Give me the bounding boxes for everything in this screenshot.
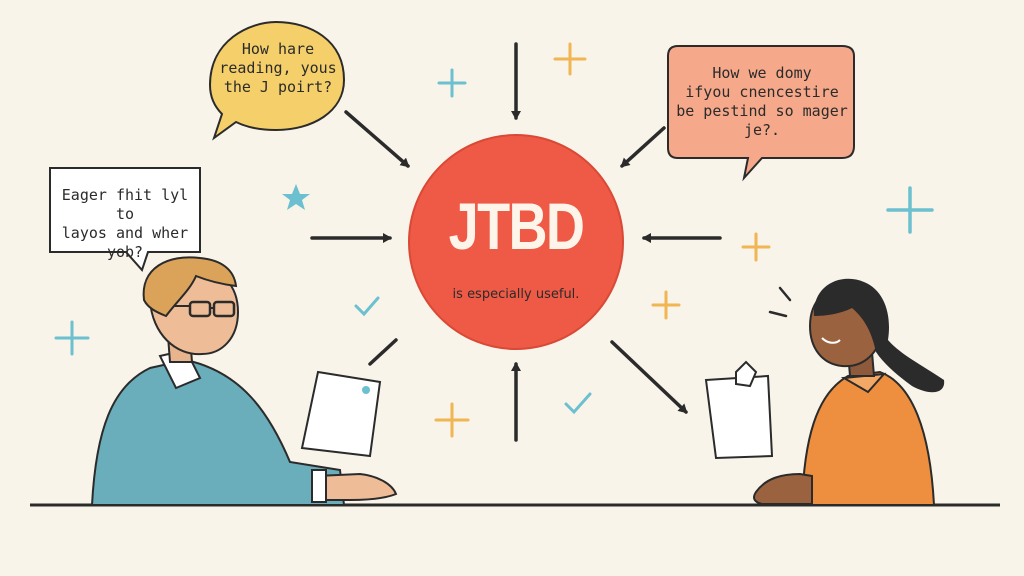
man-figure bbox=[90, 256, 398, 506]
arrow-icon bbox=[610, 340, 688, 414]
inbound-arrows bbox=[310, 42, 722, 442]
woman-figure bbox=[753, 278, 945, 506]
bubble-line: How we domy bbox=[712, 64, 812, 82]
bubble-line: yob? bbox=[106, 243, 144, 261]
decorations bbox=[54, 42, 934, 438]
checkmark-icon bbox=[354, 296, 380, 317]
bubble-line: reading, yous bbox=[219, 59, 337, 77]
star-icon bbox=[282, 184, 310, 210]
checkmark-icon bbox=[564, 392, 592, 415]
speech-bubble-top-left-text: How hare reading, yous the J poirt? bbox=[212, 40, 344, 97]
bubble-line: layos and wher bbox=[61, 224, 189, 242]
sparkle-plus-icon bbox=[886, 186, 934, 234]
arrow-icon bbox=[368, 338, 398, 366]
bubble-line: ifyou cnencestire bbox=[685, 83, 839, 101]
speech-bubble-top-left bbox=[208, 20, 346, 141]
core-caption: is especially useful. bbox=[452, 287, 580, 302]
bubble-line: je?. bbox=[743, 121, 781, 139]
speech-bubble-left bbox=[49, 167, 201, 272]
sparkle-plus-icon bbox=[553, 42, 587, 76]
arrow-icon bbox=[620, 126, 666, 168]
sparkle-plus-icon bbox=[741, 232, 771, 262]
speech-bubble-top-right-text: How we domy ifyou cnencestire be pestind… bbox=[672, 64, 852, 140]
sparkle-plus-icon bbox=[54, 320, 90, 356]
bubble-line: Eager fhit lyl to bbox=[61, 186, 189, 223]
bubble-line: the J poirt? bbox=[223, 78, 333, 96]
sparkle-plus-icon bbox=[651, 290, 681, 320]
sparkle-plus-icon bbox=[434, 402, 470, 438]
sparkle-plus-icon bbox=[437, 68, 467, 98]
document-icon bbox=[300, 370, 382, 458]
bubble-line: How hare bbox=[241, 40, 315, 58]
arrow-icon bbox=[344, 110, 410, 168]
speech-bubble-top-right bbox=[667, 45, 855, 182]
document-icon bbox=[704, 360, 774, 460]
speech-lines-icon bbox=[768, 286, 792, 318]
bubble-line: be pestind so mager bbox=[676, 102, 848, 120]
speech-bubble-left-text: Eager fhit lyl to layos and wher yob? bbox=[52, 186, 198, 262]
core-title: JTBD bbox=[448, 189, 585, 263]
jtbd-core-circle bbox=[408, 134, 624, 350]
